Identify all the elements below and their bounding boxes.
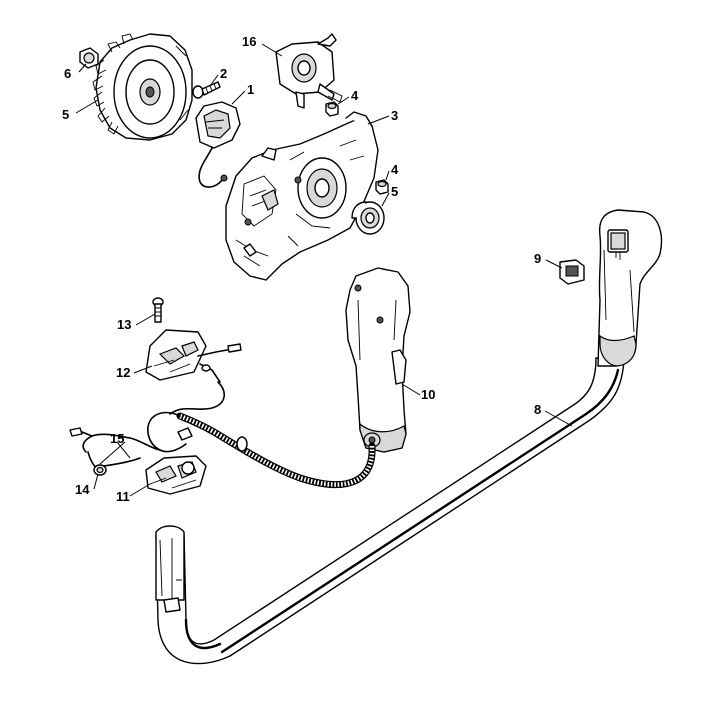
callout-6: 5: [62, 107, 69, 122]
callout-11: 11: [116, 489, 130, 504]
callout-4-lower: 4: [391, 162, 399, 177]
callout-9: 9: [534, 251, 541, 266]
sleeve-upper: [325, 101, 339, 117]
callout-3: 3: [391, 108, 398, 123]
flywheel: [92, 33, 193, 141]
handlebar: [155, 209, 663, 665]
callout-2: 2: [220, 66, 227, 81]
crankcase: [225, 111, 379, 281]
screw-small: [152, 297, 164, 323]
callout-7: 6: [64, 66, 71, 81]
callout-12: 12: [116, 365, 130, 380]
callout-13: 13: [117, 317, 131, 332]
callout-4-upper: 4: [351, 88, 359, 103]
contact-plate: [145, 329, 242, 383]
switch: [559, 259, 585, 285]
callout-1: 1: [247, 82, 254, 97]
screw: [192, 81, 221, 99]
callout-8: 8: [534, 402, 541, 417]
callout-10: 10: [421, 387, 435, 402]
callout-15: 15: [110, 431, 124, 446]
sleeve-lower: [375, 179, 389, 195]
callout-labels: 6 5 2 1 16 4 3 4 5 5 9 10 8 13 12 15 14 …: [62, 34, 541, 504]
leader-lines: [75, 43, 573, 497]
handle: [345, 267, 411, 453]
wiring-harness: [69, 381, 225, 476]
cable-hose: [176, 412, 376, 489]
carburetor: [275, 33, 343, 109]
terminal-block: [145, 455, 207, 495]
ball-bearing: [351, 201, 385, 235]
callout-14: 14: [75, 482, 90, 497]
nut: [79, 47, 99, 69]
callout-5-label: 5: [391, 184, 398, 199]
ignition-coil: [195, 101, 241, 188]
callout-16: 16: [242, 34, 256, 49]
